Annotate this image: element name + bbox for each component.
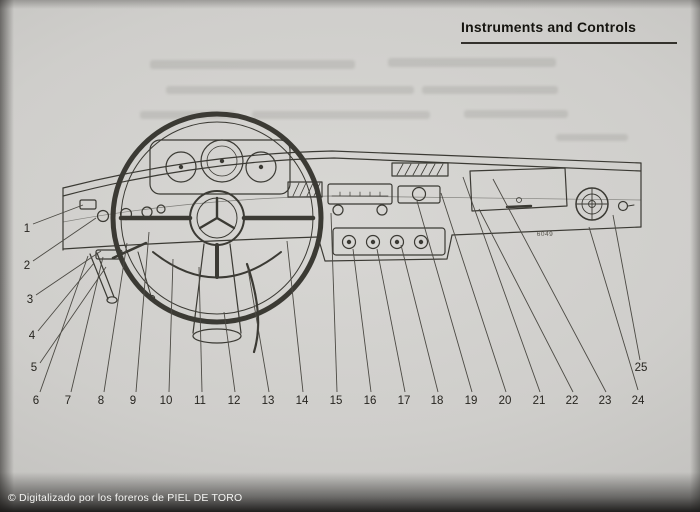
leader-line — [32, 217, 97, 262]
callout-number: 8 — [98, 395, 104, 407]
callout-number: 16 — [364, 395, 377, 407]
leader-line — [39, 255, 89, 393]
callout-number: 12 — [228, 395, 241, 407]
left-dash-controls — [79, 199, 166, 260]
callout-number: 20 — [499, 395, 512, 407]
callout-number: 18 — [431, 395, 444, 407]
leader-line — [247, 268, 270, 393]
callout-number: 22 — [566, 395, 579, 407]
mercedes-star-icon — [198, 196, 236, 230]
callout-number: 24 — [632, 395, 645, 407]
callout-number: 14 — [296, 395, 309, 407]
show-through-text — [150, 60, 355, 69]
credit-text: © Digitalizado por los foreros de PIEL D… — [8, 492, 243, 504]
glove-box — [469, 167, 568, 212]
leader-line — [198, 266, 203, 393]
under-dash-levers — [89, 251, 156, 304]
leader-line — [330, 212, 338, 393]
callout-number: 5 — [31, 362, 37, 374]
leader-line — [223, 311, 236, 393]
steering-wheel — [110, 111, 324, 325]
show-through-text — [140, 111, 236, 119]
leader-line — [168, 258, 174, 393]
leader-line — [492, 178, 607, 393]
callout-number: 6 — [33, 395, 39, 407]
show-through-text — [388, 58, 556, 67]
show-through-text — [252, 111, 430, 119]
callout-number: 4 — [29, 330, 36, 342]
title-underline — [461, 42, 677, 44]
callout-number: 9 — [130, 395, 136, 407]
leader-line — [588, 226, 639, 391]
air-vent — [391, 162, 449, 177]
page-title: Instruments and Controls — [461, 19, 637, 35]
leader-line — [32, 204, 84, 225]
callout-numbers: 1 2 3 4 5 6 7 8 9 10 11 12 13 14 15 16 1… — [24, 223, 648, 407]
callout-number: 23 — [599, 395, 612, 407]
callout-number: 10 — [160, 395, 173, 407]
leader-line — [70, 256, 104, 393]
steering-column — [111, 241, 242, 344]
callout-number: 7 — [65, 395, 71, 407]
leader-line — [286, 240, 304, 393]
page-header: Instruments and Controls — [461, 19, 677, 44]
callout-number: 17 — [398, 395, 411, 407]
show-through-text — [422, 86, 558, 94]
radio — [327, 183, 393, 216]
leader-lines — [32, 176, 641, 393]
callout-number: 1 — [24, 223, 30, 235]
leader-line — [440, 192, 507, 393]
leader-line — [39, 266, 107, 364]
show-through-text — [166, 86, 414, 94]
leader-line — [462, 176, 541, 393]
show-through-text — [556, 134, 628, 141]
leader-line — [376, 248, 406, 393]
callout-number: 11 — [194, 395, 206, 407]
callout-number: 15 — [330, 395, 343, 407]
photo-credit: © Digitalizado por los foreros de PIEL D… — [8, 492, 242, 504]
leader-line — [478, 208, 574, 393]
right-knob — [617, 200, 635, 212]
leader-line — [612, 214, 641, 361]
callout-number: 21 — [533, 395, 546, 407]
figure-code: 6049 — [537, 231, 553, 238]
leader-line — [416, 200, 473, 393]
callout-number: 19 — [465, 395, 478, 407]
leader-line — [37, 262, 95, 332]
speaker-grille — [575, 187, 609, 221]
leader-line — [35, 250, 102, 296]
callout-number: 13 — [262, 395, 275, 407]
leader-line — [103, 242, 128, 393]
show-through-text — [464, 110, 568, 118]
gear-lever — [245, 262, 260, 354]
lighter-panel — [397, 185, 441, 204]
center-vent — [287, 181, 323, 198]
callout-number: 25 — [635, 362, 648, 374]
callout-number: 2 — [24, 260, 30, 272]
leader-line — [400, 244, 439, 393]
turn-signal-stalk — [111, 241, 148, 260]
leader-line — [135, 231, 150, 393]
callout-number: 3 — [27, 294, 33, 306]
heater-controls — [332, 227, 446, 256]
instrument-cluster — [149, 139, 291, 195]
leader-line — [352, 248, 372, 393]
